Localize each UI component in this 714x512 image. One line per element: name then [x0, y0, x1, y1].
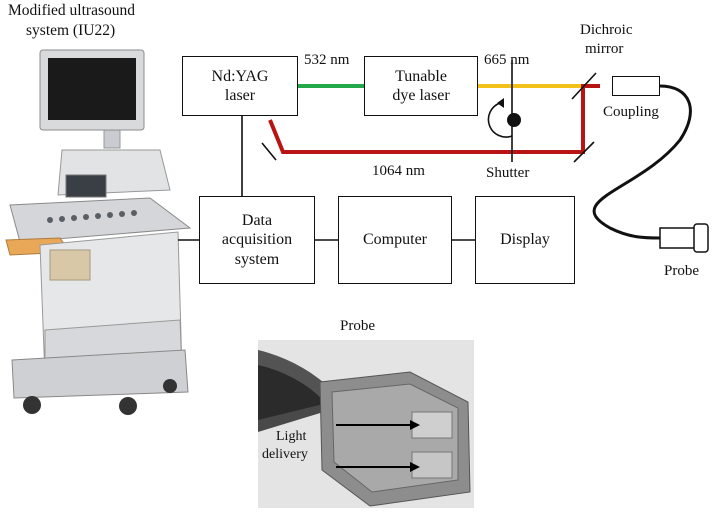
computer-box: Computer	[338, 196, 452, 284]
tunable-line1: Tunable	[395, 67, 447, 85]
data-acquisition-box: Data acquisition system	[199, 196, 315, 284]
daq-line2: acquisition	[221, 231, 293, 249]
probe-photo-title: Probe	[340, 318, 375, 334]
probe-photo	[258, 340, 474, 508]
tunable-dye-laser-box: Tunable dye laser	[364, 56, 478, 116]
ultrasound-machine-image	[5, 49, 192, 415]
probe-schematic-icon	[659, 223, 709, 253]
computer-label: Computer	[363, 231, 427, 249]
light-delivery-line1: Light	[276, 429, 307, 444]
probe-label: Probe	[664, 263, 699, 279]
connection-lines	[178, 116, 475, 241]
ndyag-laser-box: Nd:YAG laser	[182, 56, 298, 116]
tunable-line2: dye laser	[392, 87, 450, 104]
ultrasound-title-line2: system (IU22)	[26, 22, 116, 39]
shutter-icon	[487, 60, 521, 162]
light-delivery-line2: delivery	[262, 447, 308, 462]
coupling-label: Coupling	[603, 104, 659, 120]
wavelength-1064-label: 1064 nm	[372, 163, 425, 179]
mirrors	[261, 72, 597, 163]
coupling-box	[612, 76, 660, 96]
display-box: Display	[475, 196, 575, 284]
dichroic-label-line2: mirror	[585, 41, 624, 57]
ndyag-line2: laser	[224, 87, 256, 104]
daq-line3: system	[234, 250, 280, 268]
ndyag-line1: Nd:YAG	[211, 67, 269, 85]
dichroic-label-line1: Dichroic	[580, 22, 633, 38]
shutter-label: Shutter	[486, 165, 530, 181]
daq-line1: Data	[241, 212, 273, 230]
ultrasound-title-line1: Modified ultrasound	[8, 2, 135, 19]
wavelength-532-label: 532 nm	[304, 52, 350, 68]
fiber-cable	[592, 84, 692, 240]
display-label: Display	[500, 231, 550, 249]
wavelength-665-label: 665 nm	[484, 52, 530, 68]
